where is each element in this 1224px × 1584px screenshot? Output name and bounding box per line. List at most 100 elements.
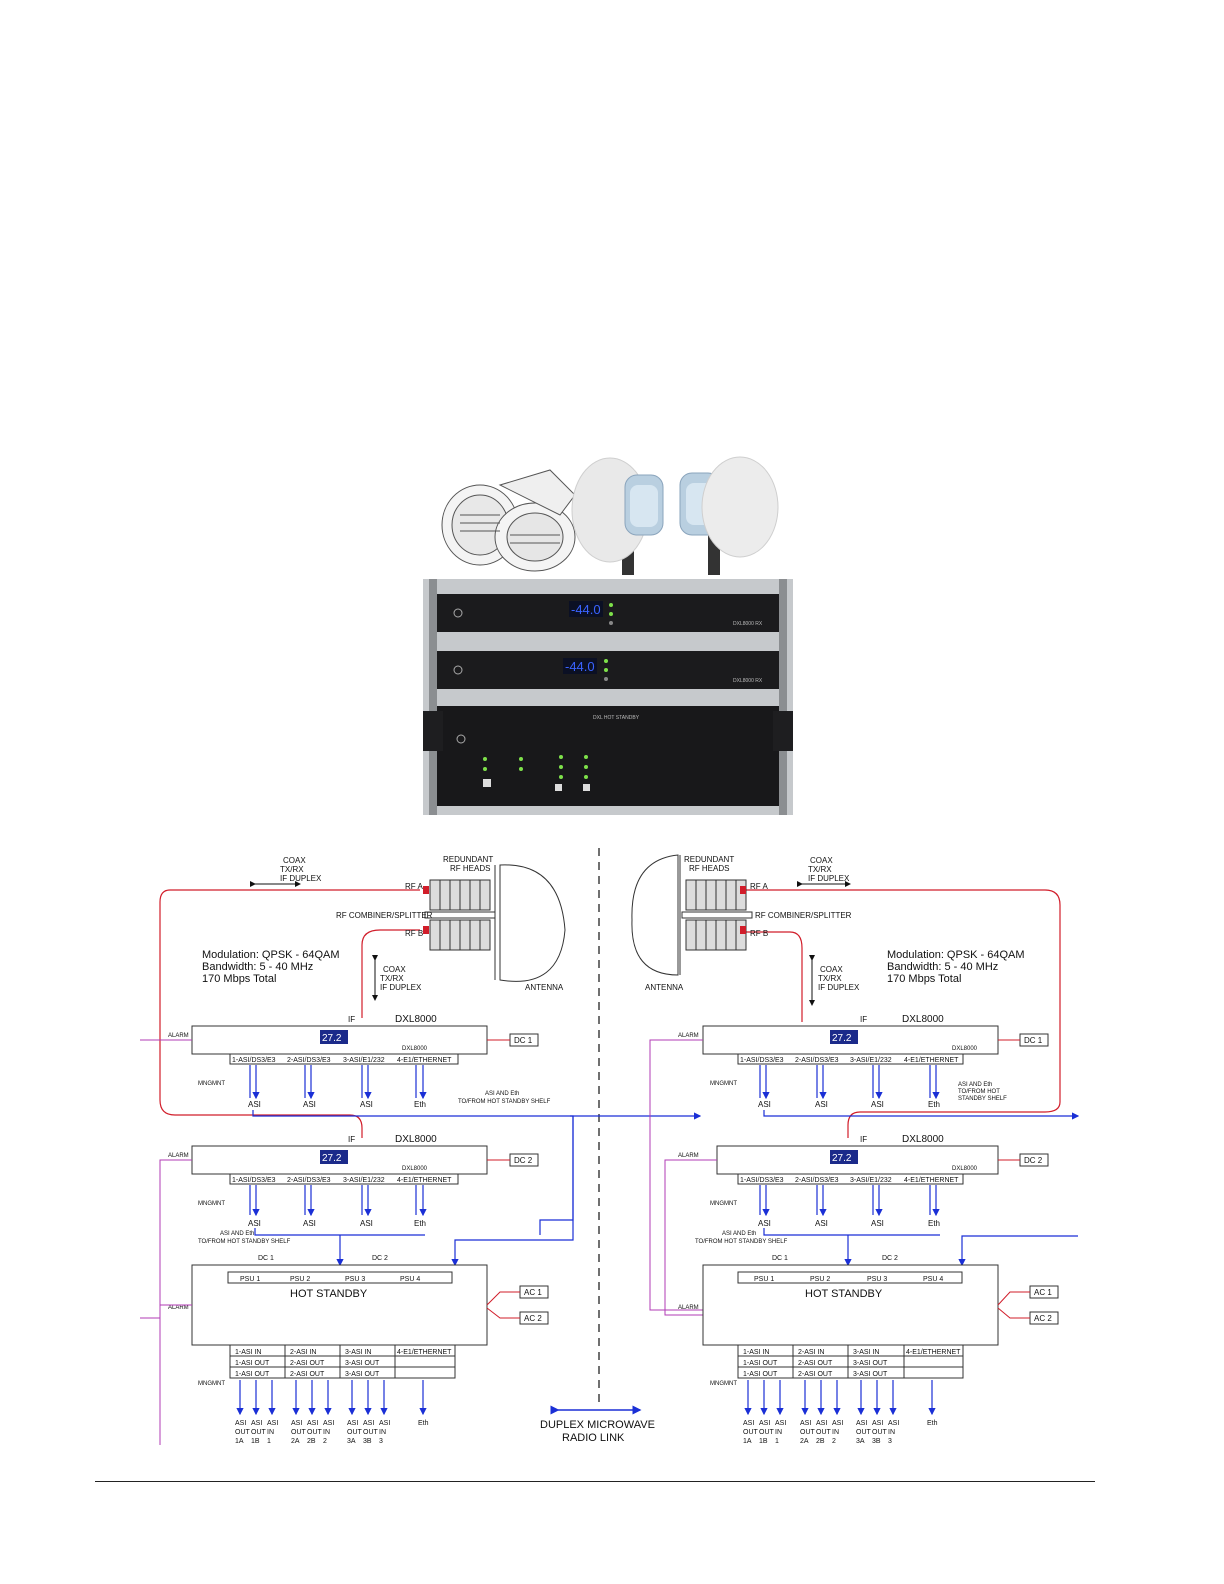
footer-rule	[95, 1481, 1095, 1482]
right-output-label: ASI	[743, 1420, 754, 1427]
right-output-label: 2A	[800, 1438, 809, 1445]
left-psu-4: PSU 4	[400, 1276, 420, 1283]
right-ac-1: AC 1	[1034, 1288, 1052, 1297]
left-output-label: ASI	[363, 1420, 374, 1427]
left-note-1a: ASI AND Eth	[485, 1091, 519, 1097]
left-site: REDUNDANT RF HEADS RF A RF B RF COMBINER…	[140, 855, 702, 1445]
right-tap2-1: ASI	[758, 1219, 771, 1228]
right-unit-2-port-2: 2-ASI/DS3/E3	[795, 1177, 839, 1184]
right-output-label: OUT	[816, 1429, 832, 1436]
left-modulation-3: 170 Mbps Total	[202, 973, 276, 985]
left-unit-2-port-3: 3-ASI/E1/232	[343, 1177, 385, 1184]
right-coax-top-1: COAX	[810, 856, 833, 865]
right-note-1b: TO/FROM HOT	[958, 1089, 1000, 1095]
left-output-label: IN	[323, 1429, 330, 1436]
left-combiner: RF COMBINER/SPLITTER	[336, 911, 433, 920]
right-output-label: IN	[832, 1429, 839, 1436]
left-output-label: ASI	[379, 1420, 390, 1427]
left-output-label: 2A	[291, 1438, 300, 1445]
left-output-label: Eth	[418, 1420, 429, 1427]
right-unit-1-display: 27.2	[832, 1033, 852, 1044]
right-coax-top-2: TX/RX	[808, 865, 832, 874]
right-unit-1-brand: DXL8000	[952, 1046, 978, 1052]
right-unit-2-brand: DXL8000	[952, 1166, 978, 1172]
left-tap2-3: ASI	[360, 1219, 373, 1228]
right-output-label: ASI	[816, 1420, 827, 1427]
left-if-2: IF	[348, 1135, 355, 1144]
left-ac-2: AC 2	[524, 1314, 542, 1323]
left-output-label: ASI	[323, 1420, 334, 1427]
left-coax-top-3: IF DUPLEX	[280, 874, 322, 883]
left-coax-top-1: COAX	[283, 856, 306, 865]
left-note-1b: TO/FROM HOT STANDBY SHELF	[458, 1099, 551, 1105]
right-coax-mid-3: IF DUPLEX	[818, 983, 860, 992]
right-tap2-3: ASI	[871, 1219, 884, 1228]
left-tap2-2: ASI	[303, 1219, 316, 1228]
right-output-label: OUT	[800, 1429, 816, 1436]
left-hs-r3c3: 3-ASI OUT	[345, 1371, 380, 1378]
left-unit-1-port-1: 1-ASI/DS3/E3	[232, 1057, 276, 1064]
right-alarm-3: ALARM	[678, 1305, 699, 1311]
left-rf-b: RF B	[405, 929, 423, 938]
left-hs-r3c2: 2-ASI OUT	[290, 1371, 325, 1378]
right-output-label: ASI	[856, 1420, 867, 1427]
right-unit-2-model: DXL8000	[902, 1134, 944, 1145]
right-hot-standby: HOT STANDBY	[805, 1288, 883, 1300]
right-output-label: ASI	[872, 1420, 883, 1427]
right-modulation-2: Bandwidth: 5 - 40 MHz	[887, 961, 998, 973]
left-coax-mid-1: COAX	[383, 965, 406, 974]
left-unit-2-port-2: 2-ASI/DS3/E3	[287, 1177, 331, 1184]
left-output-label: OUT	[363, 1429, 379, 1436]
right-if-2: IF	[860, 1135, 867, 1144]
left-dc-1: DC 1	[514, 1036, 533, 1045]
right-output-label: 1A	[743, 1438, 752, 1445]
right-note-2b: TO/FROM HOT STANDBY SHELF	[695, 1239, 788, 1245]
left-hs-r3c1: 1-ASI OUT	[235, 1371, 270, 1378]
left-psu-2: PSU 2	[290, 1276, 310, 1283]
left-hs-r2c3: 3-ASI OUT	[345, 1360, 380, 1367]
left-unit-2-model: DXL8000	[395, 1134, 437, 1145]
left-hs-r1c3: 3-ASI IN	[345, 1349, 371, 1356]
left-hs-r2c1: 1-ASI OUT	[235, 1360, 270, 1367]
right-if-1: IF	[860, 1015, 867, 1024]
left-output-label: ASI	[267, 1420, 278, 1427]
rf-heads-and-antennas-icon	[441, 456, 779, 575]
left-output-label: IN	[267, 1429, 274, 1436]
right-unit-1-port-2: 2-ASI/DS3/E3	[795, 1057, 839, 1064]
rx-unit-1-model: DXL8000 RX	[733, 621, 763, 627]
left-unit-2-port-1: 1-ASI/DS3/E3	[232, 1177, 276, 1184]
left-tap-2: ASI	[303, 1100, 316, 1109]
left-alarm-1: ALARM	[168, 1033, 189, 1039]
rx-unit-2: -44.0 DXL8000 RX	[437, 651, 779, 689]
right-redundant-label-2: RF HEADS	[689, 864, 729, 873]
left-unit-1-port-2: 2-ASI/DS3/E3	[287, 1057, 331, 1064]
right-psu-4: PSU 4	[923, 1276, 943, 1283]
left-coax-mid-3: IF DUPLEX	[380, 983, 422, 992]
right-note-1c: STANDBY SHELF	[958, 1096, 1007, 1102]
right-ac-2: AC 2	[1034, 1314, 1052, 1323]
left-unit-2-port-4: 4-E1/ETHERNET	[397, 1177, 452, 1184]
left-unit-1-model: DXL8000	[395, 1014, 437, 1025]
left-output-label: ASI	[307, 1420, 318, 1427]
right-output-label: ASI	[832, 1420, 843, 1427]
left-output-label: OUT	[235, 1429, 251, 1436]
rack-photo: -44.0 DXL8000 RX -44.0 DXL8000 RX DXL HO…	[423, 579, 793, 815]
right-rf-a: RF A	[750, 882, 768, 891]
right-output-label: ASI	[775, 1420, 786, 1427]
right-psu-3: PSU 3	[867, 1276, 887, 1283]
left-hs-r2c2: 2-ASI OUT	[290, 1360, 325, 1367]
right-site: REDUNDANT RF HEADS RF A RF B RF COMBINER…	[631, 854, 1080, 1445]
left-unit-2-brand: DXL8000	[402, 1166, 428, 1172]
right-output-label: OUT	[759, 1429, 775, 1436]
rx-unit-1: -44.0 DXL8000 RX	[437, 594, 779, 632]
left-psu-1: PSU 1	[240, 1276, 260, 1283]
right-tap-4: Eth	[928, 1100, 940, 1109]
right-hs-r3c2: 2-ASI OUT	[798, 1371, 833, 1378]
right-output-label: 1B	[759, 1438, 768, 1445]
right-hs-r2c3: 3-ASI OUT	[853, 1360, 888, 1367]
left-unit-1-port-3: 3-ASI/E1/232	[343, 1057, 385, 1064]
radio-link-label-1: DUPLEX MICROWAVE	[540, 1419, 655, 1431]
left-tap2-1: ASI	[248, 1219, 261, 1228]
left-tap-3: ASI	[360, 1100, 373, 1109]
right-unit-2-port-4: 4-E1/ETHERNET	[904, 1177, 959, 1184]
